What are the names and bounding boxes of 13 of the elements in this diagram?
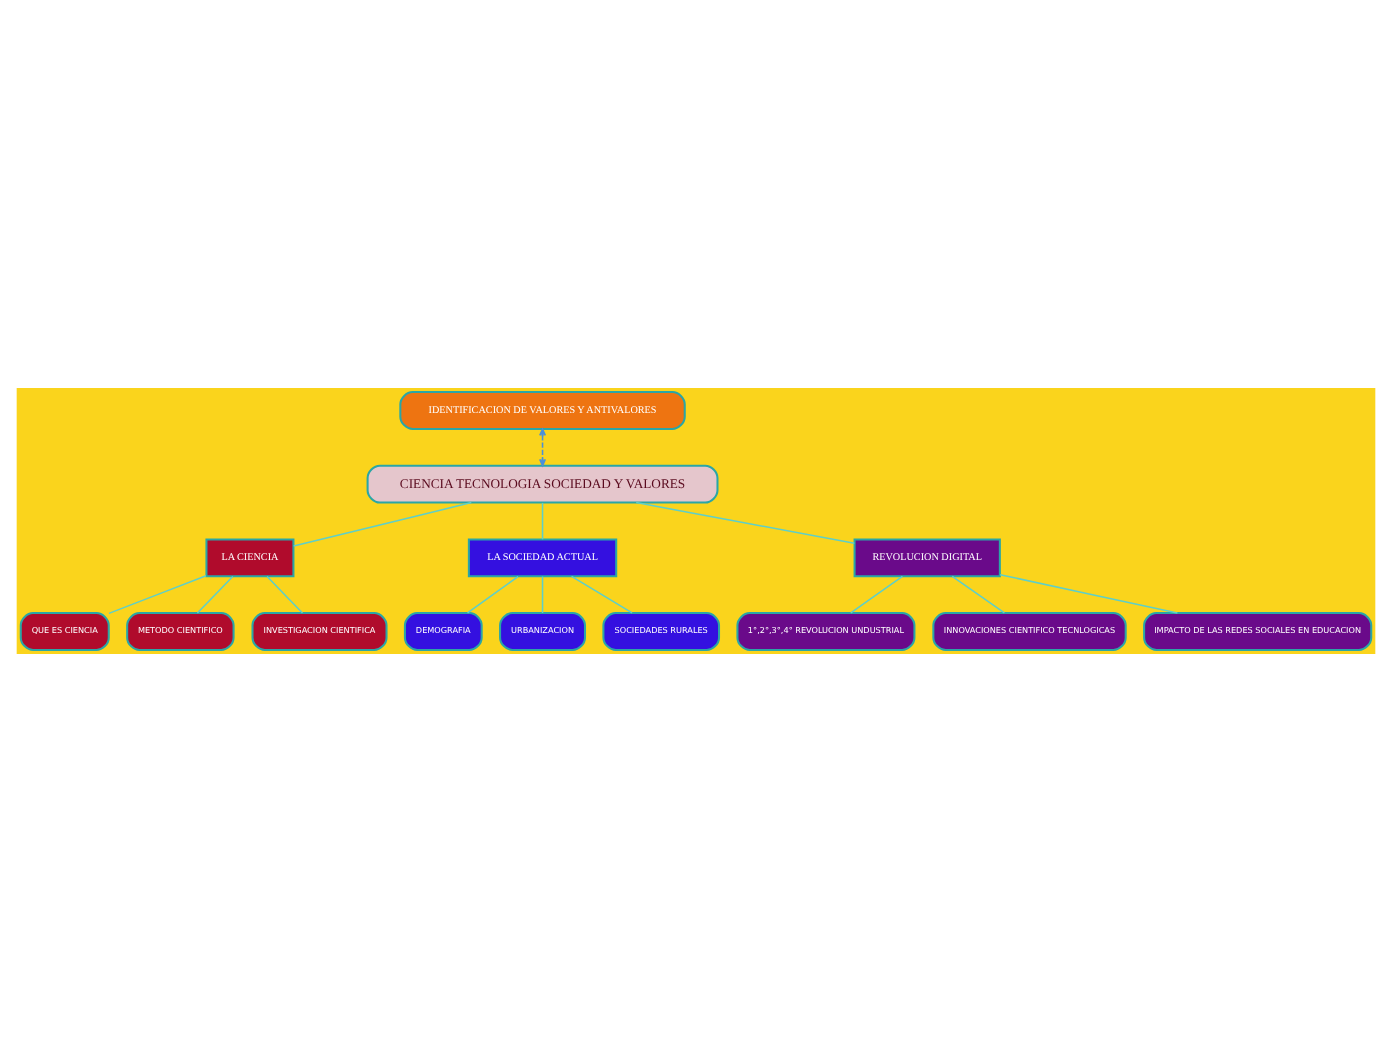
connector	[196, 574, 234, 613]
connector	[999, 572, 1179, 613]
connector	[108, 574, 207, 614]
connector	[266, 574, 304, 613]
arrow	[539, 427, 547, 466]
connector	[292, 500, 473, 546]
connector	[635, 500, 856, 543]
connector	[850, 574, 904, 613]
connector	[541, 501, 544, 540]
connector	[541, 574, 544, 613]
connector	[951, 574, 1006, 613]
connector	[570, 574, 633, 613]
connector	[466, 574, 519, 613]
